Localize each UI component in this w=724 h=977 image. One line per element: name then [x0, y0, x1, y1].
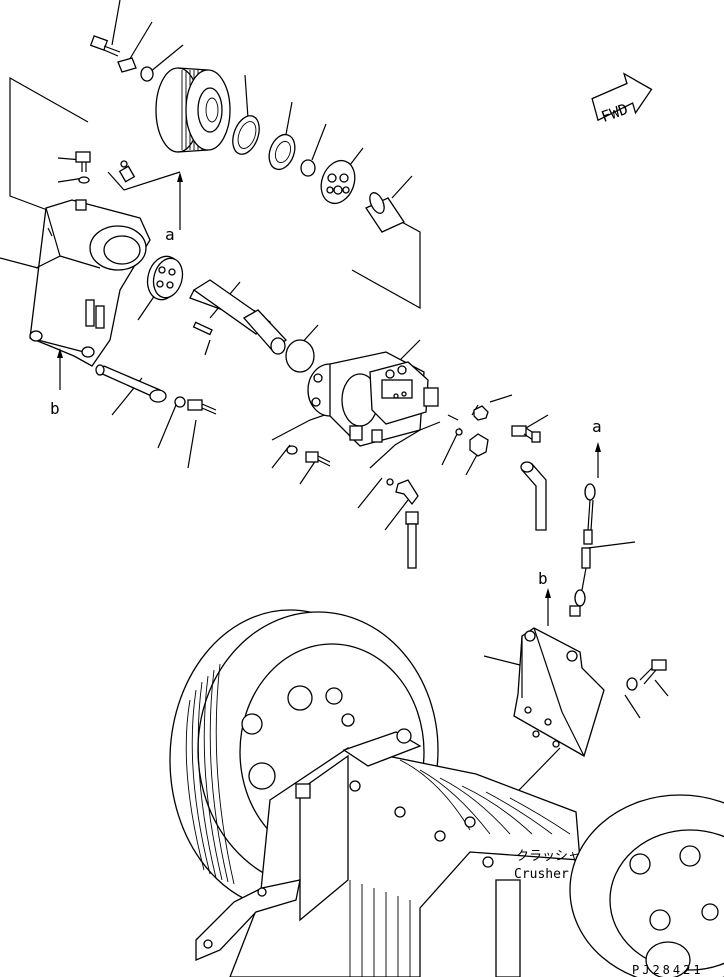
o-ring-small: [300, 159, 316, 177]
o-ring-large: [285, 339, 315, 373]
washer-center: [286, 445, 298, 455]
control-cable: [569, 483, 596, 617]
washer-small: [140, 66, 154, 82]
flywheel-right: [569, 794, 724, 977]
flange: [469, 433, 489, 457]
bolt-mount: [639, 659, 667, 685]
label-a-right: a: [592, 417, 602, 436]
washer-pin: [174, 396, 186, 408]
seal-ring: [232, 115, 260, 155]
hydraulic-motor: [307, 351, 439, 447]
lock-plate: [117, 57, 137, 73]
mount-bracket: [513, 627, 605, 757]
label-b-left: b: [50, 399, 60, 418]
hose: [405, 511, 419, 569]
bolt-small-left: [75, 151, 91, 184]
bearing-left: [146, 255, 184, 301]
bearing-1: [268, 133, 296, 171]
crusher-label-en: Crusher: [514, 867, 569, 882]
crusher-body: [195, 728, 581, 977]
bolt-right: [511, 425, 541, 443]
leader-lines: [0, 0, 669, 831]
bolt-pin: [187, 399, 217, 415]
o-ring-tiny: [455, 428, 463, 436]
shaft: [189, 279, 287, 355]
crusher-label-jp: クラッシャ: [516, 849, 581, 864]
label-a-top: a: [165, 225, 175, 244]
label-b-right: b: [538, 569, 548, 588]
key: [192, 321, 213, 336]
grease-nipple: [118, 160, 136, 183]
elbow-pipe: [520, 461, 547, 531]
pulley: [155, 67, 231, 153]
arrow-b-right: [545, 588, 551, 626]
o-ring-elbow: [386, 478, 394, 486]
bolt-top: [89, 35, 121, 57]
drawing-number: PJ28421: [632, 963, 704, 977]
nut: [473, 405, 489, 421]
bracket-arm: [29, 199, 151, 367]
arrow-a-top: [177, 172, 183, 230]
washer-mount: [626, 677, 638, 691]
elbow-fitting: [395, 479, 419, 506]
bolt-center: [305, 451, 331, 467]
pin: [95, 364, 167, 403]
fwd-arrow: [591, 72, 653, 122]
arrow-b-left: [57, 348, 63, 390]
bearing-2: [320, 159, 356, 205]
sleeve: [365, 192, 405, 233]
arrow-a-right: [595, 442, 601, 478]
